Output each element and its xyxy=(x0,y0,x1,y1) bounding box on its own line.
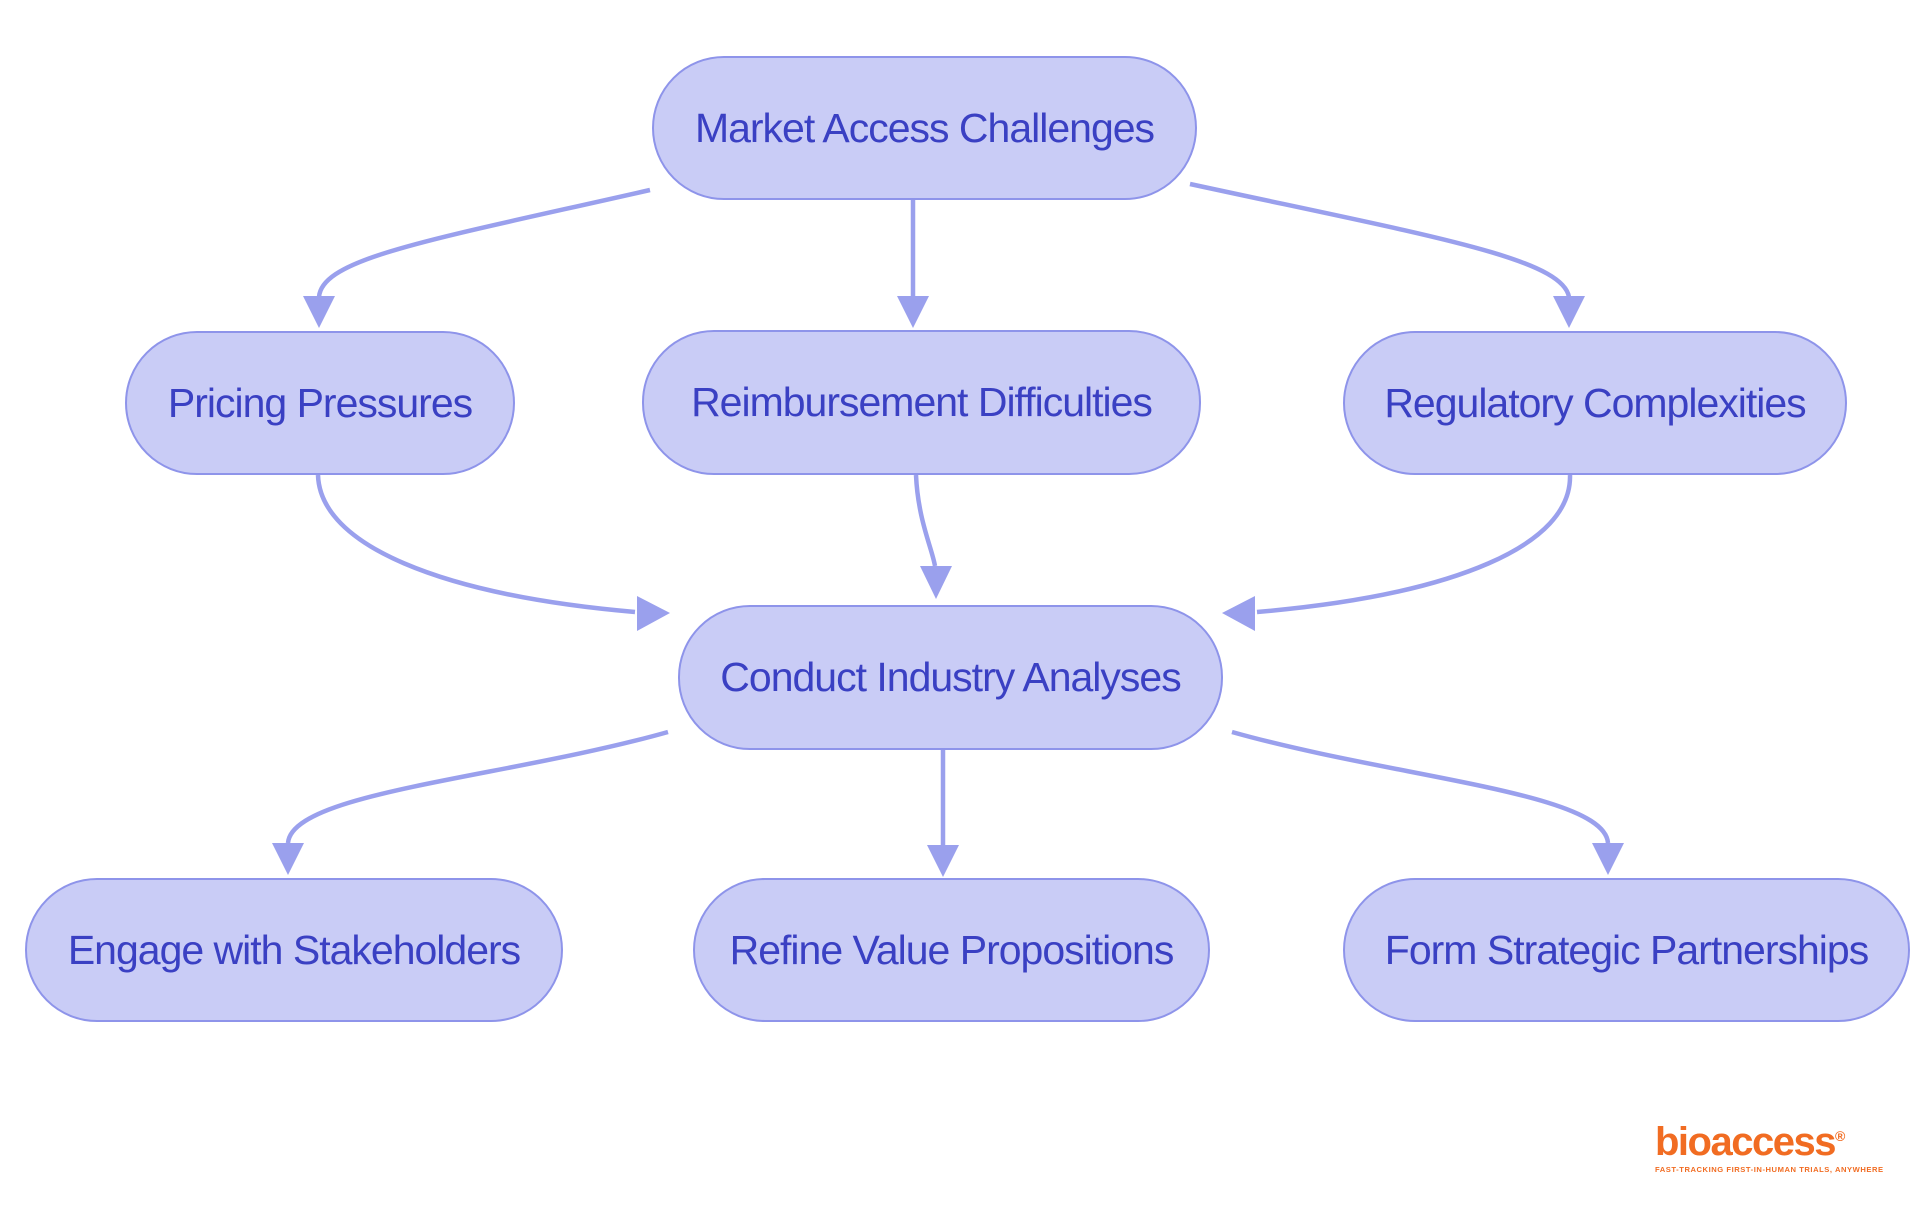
edge-pricing-to-conduct xyxy=(315,474,636,615)
arrowhead-form xyxy=(1592,843,1624,875)
node-label: Regulatory Complexities xyxy=(1384,379,1806,426)
node-conduct-industry-analyses: Conduct Industry Analyses xyxy=(678,605,1223,750)
node-pricing-pressures: Pricing Pressures xyxy=(125,331,515,475)
node-engage-with-stakeholders: Engage with Stakeholders xyxy=(25,878,563,1022)
node-label: Market Access Challenges xyxy=(694,104,1155,151)
node-label: Refine Value Propositions xyxy=(729,926,1175,973)
arrowhead-conduct-left xyxy=(637,596,670,631)
edge-regulatory-to-conduct xyxy=(1256,474,1573,615)
edge-market-to-regulatory xyxy=(1189,181,1572,298)
arrowhead-conduct-right xyxy=(1222,596,1255,631)
logo-text: bioaccess xyxy=(1655,1120,1836,1164)
arrowhead-regulatory xyxy=(1553,296,1585,328)
bioaccess-logo: bioaccess® FAST-TRACKING FIRST-IN-HUMAN … xyxy=(1655,1122,1885,1174)
registered-trademark-symbol: ® xyxy=(1834,1128,1846,1144)
bioaccess-logo-wordmark: bioaccess® xyxy=(1655,1122,1885,1162)
edge-conduct-to-engage xyxy=(285,729,669,844)
arrowhead-conduct-mid xyxy=(920,566,952,599)
node-reimbursement-difficulties: Reimbursement Difficulties xyxy=(642,330,1201,475)
arrowhead-engage xyxy=(272,843,304,875)
node-label: Reimbursement Difficulties xyxy=(691,379,1153,425)
node-label: Conduct Industry Analyses xyxy=(720,654,1181,700)
node-market-access-challenges: Market Access Challenges xyxy=(652,56,1197,200)
node-form-strategic-partnerships: Form Strategic Partnerships xyxy=(1343,878,1910,1022)
arrowhead-pricing xyxy=(303,296,335,328)
node-label: Engage with Stakeholders xyxy=(67,926,521,973)
node-refine-value-propositions: Refine Value Propositions xyxy=(693,878,1210,1022)
node-regulatory-complexities: Regulatory Complexities xyxy=(1343,331,1847,475)
arrowhead-refine xyxy=(927,845,959,877)
arrowhead-reimbursement xyxy=(897,296,929,328)
edge-market-to-pricing xyxy=(316,187,651,298)
bioaccess-tagline: FAST-TRACKING FIRST-IN-HUMAN TRIALS, ANY… xyxy=(1655,1165,1884,1174)
node-label: Pricing Pressures xyxy=(167,379,473,426)
node-label: Form Strategic Partnerships xyxy=(1384,926,1869,973)
edge-reimbursement-to-conduct xyxy=(913,474,938,567)
edge-conduct-to-form xyxy=(1231,729,1611,844)
